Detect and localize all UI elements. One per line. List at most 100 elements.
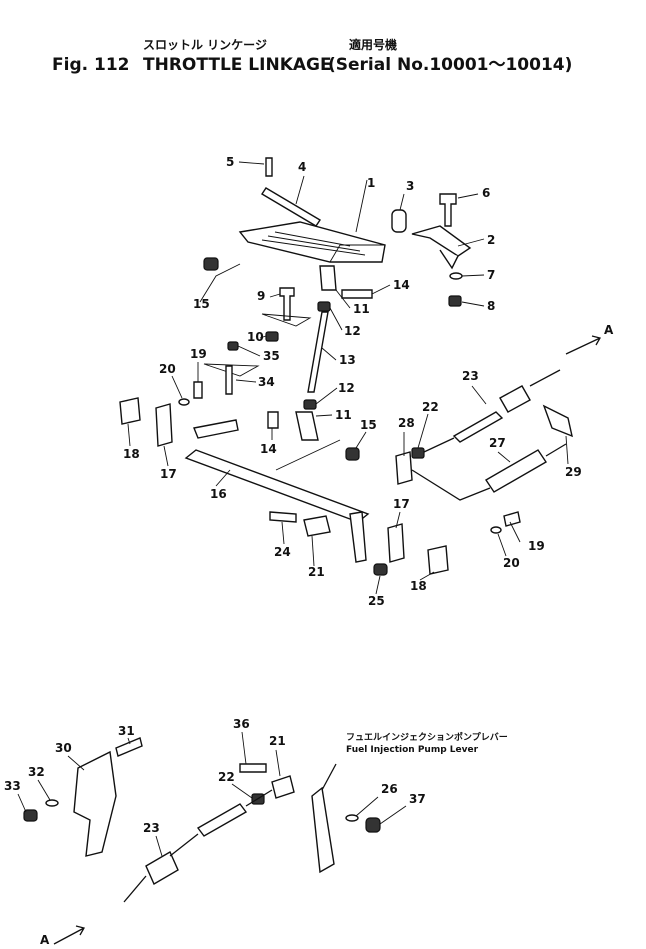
- part-number: 2: [487, 233, 495, 247]
- part-number: 26: [381, 782, 398, 796]
- part-number: 28: [398, 416, 415, 430]
- shaft-bracket-17-left: [155, 403, 173, 447]
- throttle-cable-23: [423, 369, 561, 453]
- part-number: 16: [210, 487, 227, 501]
- nut-33: [23, 809, 38, 822]
- ball-joint-lower: [295, 411, 319, 441]
- serial-japanese: 適用号機: [349, 37, 397, 52]
- cable-boot-27: [411, 443, 567, 501]
- fuel-lever-label-jp: フュエルインジェクションポンプレバー: [346, 731, 508, 743]
- washer: [449, 272, 463, 280]
- part-number: 5: [226, 155, 234, 169]
- part-number: 12: [344, 324, 361, 338]
- part-number: 1: [367, 176, 375, 190]
- part-number: 27: [489, 436, 506, 450]
- part-number: 20: [159, 362, 176, 376]
- part-number: 25: [368, 594, 385, 608]
- figure-number: Fig. 112: [52, 55, 129, 75]
- lever-bolt-36: [239, 763, 267, 773]
- connecting-rod: [307, 311, 329, 393]
- title-japanese: スロットル リンケージ: [143, 38, 267, 52]
- bracket-bolt-31: [115, 737, 143, 757]
- fuel-injection-pump-lever: [311, 763, 337, 874]
- part-number: 19: [528, 539, 545, 553]
- stopper-bolt-34: [225, 365, 233, 395]
- lock-nut-12-lower: [303, 399, 317, 410]
- cross-shaft: [184, 419, 370, 563]
- part-number: 8: [487, 299, 495, 313]
- view-a-label-bottom: A: [40, 933, 50, 947]
- washer-20-lower: [490, 526, 502, 534]
- part-numbers-top: 1 2 3 4 5 6 7 8 9 10 11 11 12 12 13 14 1…: [123, 155, 582, 608]
- nut: [448, 295, 462, 307]
- part-number: 18: [123, 447, 140, 461]
- stopper-nut: [265, 331, 279, 342]
- part-number: 23: [462, 369, 479, 383]
- throttle-pedal: [238, 221, 386, 263]
- figure-title: THROTTLE LINKAGE: [143, 55, 332, 75]
- pedal-bracket: [411, 225, 472, 270]
- part-numbers-bottom: 21 22 23 26 30 31 32 33 36 37: [4, 717, 426, 835]
- ball-joint-upper: [319, 265, 337, 291]
- washer-26: [345, 814, 359, 822]
- part-number: 17: [393, 497, 410, 511]
- part-number: 15: [193, 297, 210, 311]
- part-number: 33: [4, 779, 21, 793]
- part-number: 35: [263, 349, 280, 363]
- part-number: 3: [406, 179, 414, 193]
- joint-bolt-14: [341, 289, 373, 299]
- part-number: 6: [482, 186, 490, 200]
- part-number: 24: [274, 545, 291, 559]
- throttle-cable-23-bottom: [123, 789, 273, 903]
- serial-range: (Serial No.10001～10014): [328, 55, 572, 75]
- nut-15-lower: [345, 447, 360, 461]
- part-number: 21: [308, 565, 325, 579]
- part-number: 13: [339, 353, 356, 367]
- part-number: 10: [247, 330, 264, 344]
- part-number: 18: [410, 579, 427, 593]
- view-a-arrow-top: [565, 335, 601, 355]
- lever-nut-25: [373, 563, 388, 576]
- stopper-plate: [203, 363, 260, 377]
- part-number: 34: [258, 375, 275, 389]
- lever-bracket-30: [73, 750, 117, 857]
- washer-32: [45, 799, 59, 807]
- view-a-arrow-bottom: [53, 925, 85, 945]
- part-number: 14: [260, 442, 277, 456]
- bolt-19-upper: [193, 381, 203, 399]
- part-number: 37: [409, 792, 426, 806]
- part-number: 20: [503, 556, 520, 570]
- part-number: 21: [269, 734, 286, 748]
- lock-nut-12-upper: [317, 301, 331, 312]
- bracket-bolt: [439, 193, 457, 227]
- part-number: 19: [190, 347, 207, 361]
- part-number: 17: [160, 467, 177, 481]
- part-number: 31: [118, 724, 135, 738]
- part-number: 30: [55, 741, 72, 755]
- nut-upper: [203, 257, 219, 271]
- part-number: 23: [143, 821, 160, 835]
- stopper-bolt: [279, 287, 295, 321]
- shaft-bracket-17-right: [387, 523, 405, 563]
- cable-bracket-29: [542, 404, 573, 438]
- part-number: 14: [393, 278, 410, 292]
- part-number: 7: [487, 268, 495, 282]
- part-number: 22: [218, 770, 235, 784]
- part-number: 9: [257, 289, 265, 303]
- washer-20-upper: [178, 398, 190, 406]
- shaft-bushing-18-right: [427, 545, 449, 575]
- shaft-bushing-18-left: [119, 397, 141, 425]
- set-screw: [265, 157, 273, 177]
- nut-37: [365, 817, 381, 833]
- part-number: 29: [565, 465, 582, 479]
- view-a-label-top: A: [604, 323, 614, 337]
- part-number: 32: [28, 765, 45, 779]
- pedal-pin: [261, 187, 321, 227]
- ball-joint-21: [303, 515, 331, 537]
- leader-lines: [17, 161, 569, 857]
- cable-bracket-28: [395, 451, 413, 485]
- part-number: 4: [298, 160, 306, 174]
- fuel-lever-label-en: Fuel Injection Pump Lever: [346, 745, 479, 755]
- joint-bolt-14-lower: [267, 411, 279, 429]
